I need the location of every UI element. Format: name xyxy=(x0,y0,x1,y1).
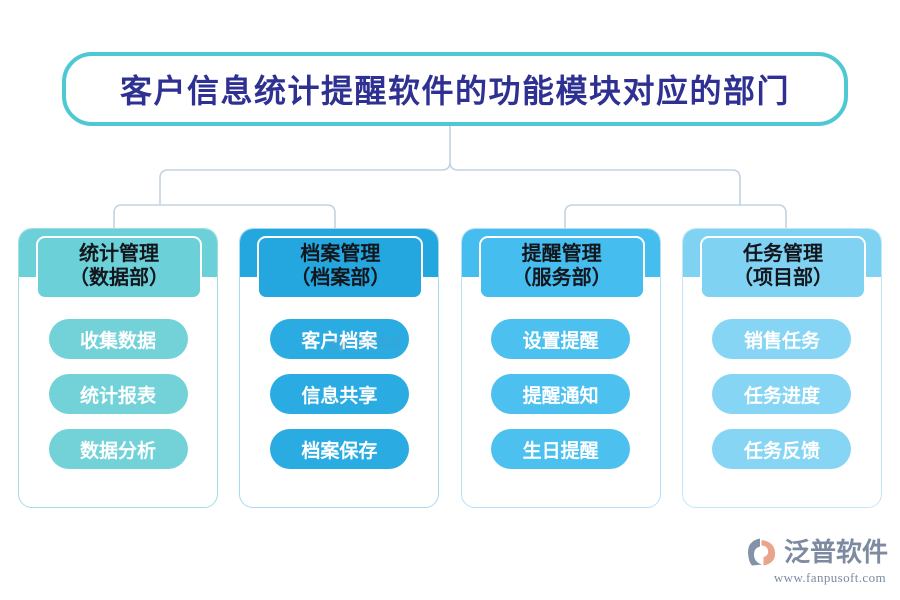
card-header-line1: 统计管理 xyxy=(79,243,159,265)
card-header-line2: （档案部） xyxy=(290,266,391,289)
card-item-list: 客户档案 信息共享 档案保存 xyxy=(240,319,438,469)
card-header-line1: 提醒管理 xyxy=(521,243,602,265)
list-item[interactable]: 任务反馈 xyxy=(712,429,852,469)
list-item[interactable]: 统计报表 xyxy=(48,374,188,414)
card-header-task: 任务管理 （项目部） xyxy=(699,236,866,300)
list-item[interactable]: 销售任务 xyxy=(712,319,852,359)
card-header-archive: 档案管理 （档案部） xyxy=(257,236,424,300)
list-item[interactable]: 设置提醒 xyxy=(491,319,631,359)
card-header-line2: （服务部） xyxy=(511,266,612,289)
diagram-title-box: 客户信息统计提醒软件的功能模块对应的部门 xyxy=(62,52,848,126)
card-header-line2: （数据部） xyxy=(69,266,169,289)
list-item[interactable]: 提醒通知 xyxy=(491,374,631,414)
page-title: 客户信息统计提醒软件的功能模块对应的部门 xyxy=(119,73,790,109)
card-header-line2: （项目部） xyxy=(732,266,833,289)
module-card-statistics[interactable]: 统计管理 （数据部） 收集数据 统计报表 数据分析 xyxy=(18,228,218,508)
module-card-archive[interactable]: 档案管理 （档案部） 客户档案 信息共享 档案保存 xyxy=(239,228,440,508)
card-header-reminder: 提醒管理 （服务部） xyxy=(478,236,645,300)
list-item[interactable]: 生日提醒 xyxy=(491,429,631,469)
card-header-statistics: 统计管理 （数据部） xyxy=(36,236,202,300)
brand-logo: 泛普软件 www.fanpusoft.com xyxy=(745,537,888,586)
list-item[interactable]: 客户档案 xyxy=(269,319,409,359)
logo-row: 泛普软件 xyxy=(745,537,888,567)
module-card-task[interactable]: 任务管理 （项目部） 销售任务 任务进度 任务反馈 xyxy=(681,228,882,508)
card-header-line1: 档案管理 xyxy=(300,243,381,265)
card-header-line1: 任务管理 xyxy=(742,243,823,265)
card-item-list: 收集数据 统计报表 数据分析 xyxy=(19,319,217,469)
list-item[interactable]: 档案保存 xyxy=(269,429,409,469)
module-card-reminder[interactable]: 提醒管理 （服务部） 设置提醒 提醒通知 生日提醒 xyxy=(460,228,661,508)
logo-url: www.fanpusoft.com xyxy=(773,570,886,585)
list-item[interactable]: 任务进度 xyxy=(712,374,852,414)
list-item[interactable]: 收集数据 xyxy=(48,319,188,359)
card-item-list: 销售任务 任务进度 任务反馈 xyxy=(683,319,881,469)
list-item[interactable]: 信息共享 xyxy=(269,374,409,414)
logo-name: 泛普软件 xyxy=(783,537,888,567)
list-item[interactable]: 数据分析 xyxy=(48,429,188,469)
fanpu-logo-icon xyxy=(745,537,779,567)
module-columns: 统计管理 （数据部） 收集数据 统计报表 数据分析 档案管理 （档案部） 客户档… xyxy=(0,228,900,510)
card-item-list: 设置提醒 提醒通知 生日提醒 xyxy=(462,319,660,469)
